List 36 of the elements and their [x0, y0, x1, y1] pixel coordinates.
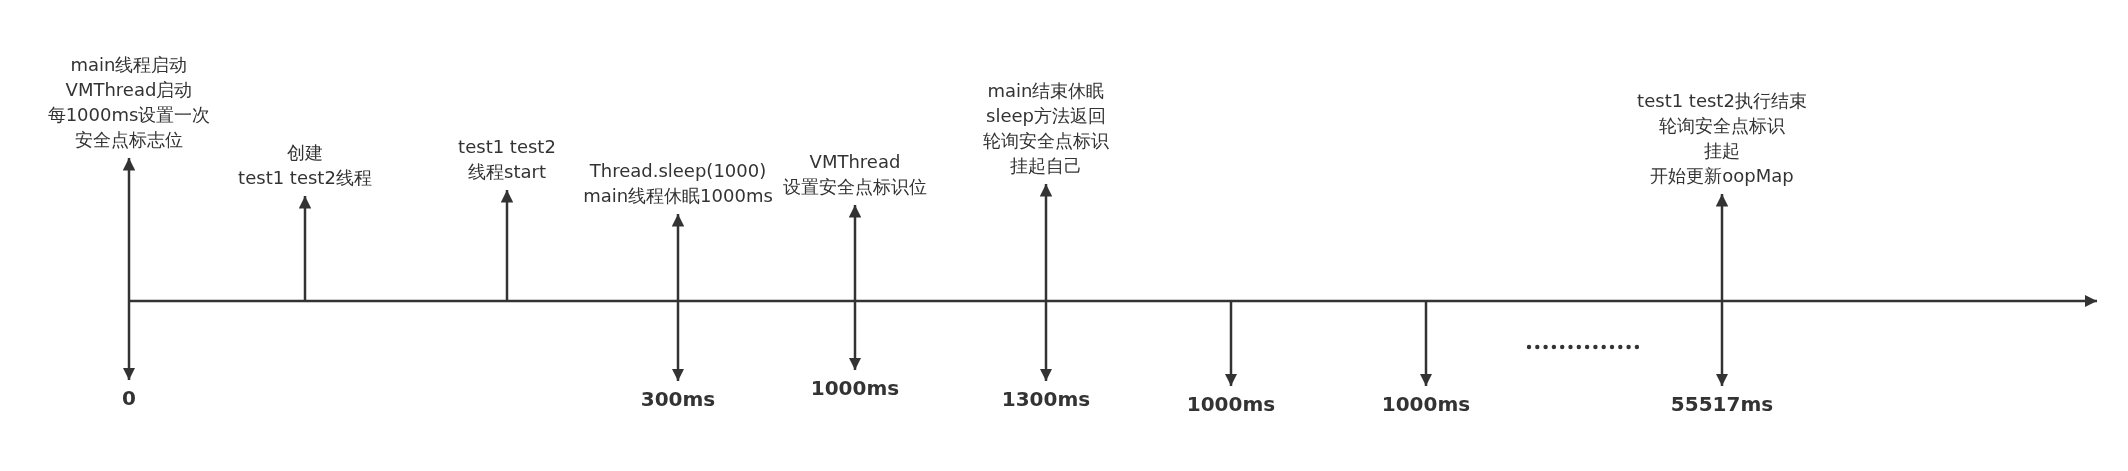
- arrow: [122, 158, 136, 380]
- time-label: 1300ms: [1001, 387, 1091, 411]
- arrow: [1715, 194, 1729, 386]
- event-text: VMThread: [808, 150, 902, 174]
- event-text: 安全点标志位: [74, 128, 184, 152]
- event-text: test1 test2线程: [238, 166, 372, 190]
- event-text: sleep方法返回: [985, 104, 1107, 128]
- event-text: 轮询安全点标识: [1658, 114, 1786, 138]
- event-text: main线程休眠1000ms: [583, 184, 773, 208]
- event-text: 创建: [286, 141, 324, 165]
- event-text: 设置安全点标识位: [783, 175, 927, 199]
- event-text: 挂起: [1703, 139, 1741, 163]
- event-text: 每1000ms设置一次: [47, 103, 211, 127]
- event-text: main线程启动: [69, 53, 189, 77]
- arrow: [500, 190, 514, 301]
- time-label: 55517ms: [1670, 392, 1774, 416]
- event-text: 开始更新oopMap: [1649, 164, 1795, 188]
- event-text: VMThread启动: [64, 78, 194, 102]
- arrow: [1039, 184, 1053, 381]
- time-label: 1000ms: [1186, 392, 1276, 416]
- event-text: 轮询安全点标识: [983, 129, 1109, 153]
- event-text: Thread.sleep(1000): [588, 159, 768, 183]
- arrow: [1419, 301, 1433, 386]
- time-label: 1000ms: [810, 376, 900, 400]
- arrow: [1224, 301, 1238, 386]
- arrow: [298, 196, 312, 301]
- time-label: 0: [122, 386, 136, 410]
- time-label: 300ms: [640, 387, 716, 411]
- event-text: main结束休眠: [986, 79, 1106, 103]
- event-text: 挂起自己: [1009, 154, 1083, 178]
- event-text: 线程start: [467, 160, 547, 184]
- time-label: 1000ms: [1381, 392, 1471, 416]
- arrow: [671, 214, 685, 381]
- event-text: test1 test2执行结束: [1637, 89, 1807, 113]
- arrow: [848, 205, 862, 370]
- event-text: test1 test2: [458, 135, 556, 159]
